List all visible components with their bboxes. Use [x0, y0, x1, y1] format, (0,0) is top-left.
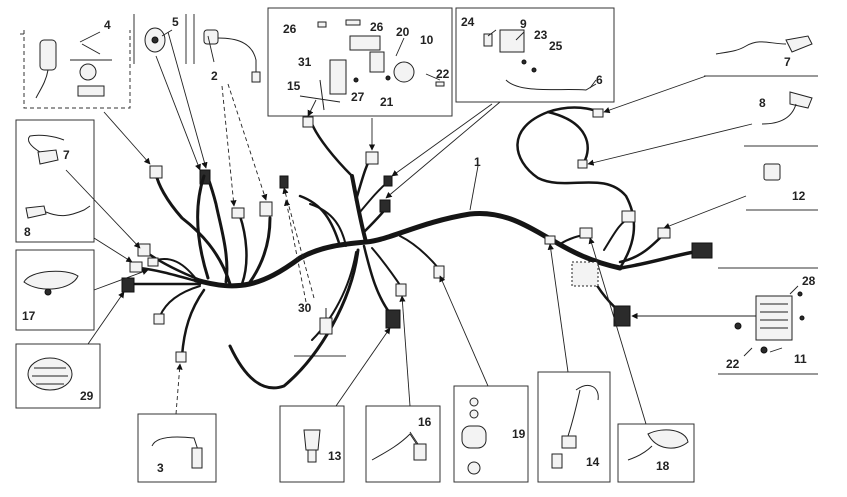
part-16-sensor [371, 433, 427, 461]
part-2-sensor [203, 29, 261, 83]
callout-30: 30 [298, 301, 312, 315]
part-4-horn-switch [35, 39, 112, 99]
part-18-sensor [627, 429, 689, 461]
callout-28: 28 [802, 274, 816, 288]
part-3-sensor [151, 436, 203, 469]
callout-20: 20 [396, 25, 410, 39]
part-6-cable-group [483, 29, 597, 91]
callout-9: 9 [520, 17, 527, 31]
callout-17: 17 [22, 309, 36, 323]
part-30-relay [319, 308, 333, 335]
callout-7-left: 7 [63, 148, 70, 162]
part-13-switch [303, 429, 321, 463]
callout-16: 16 [418, 415, 432, 429]
callout-3: 3 [157, 461, 164, 475]
callout-25: 25 [549, 39, 563, 53]
callout-2: 2 [211, 69, 218, 83]
callout-4: 4 [104, 18, 111, 32]
part-19-fuse-holder [461, 397, 487, 475]
callout-27: 27 [351, 90, 365, 104]
callout-5: 5 [172, 15, 179, 29]
junction-clamp [571, 261, 599, 287]
callout-1: 1 [474, 155, 481, 169]
callout-15: 15 [287, 79, 301, 93]
part-5-horn [144, 27, 166, 53]
callout-19: 19 [512, 427, 526, 441]
callout-14: 14 [586, 455, 600, 469]
callout-26-left: 26 [283, 22, 297, 36]
callout-29: 29 [80, 389, 94, 403]
callout-21: 21 [380, 95, 394, 109]
callout-13: 13 [328, 449, 342, 463]
part-8-indicator-right [761, 91, 813, 125]
callout-6: 6 [596, 73, 603, 87]
leader-lines [20, 29, 799, 445]
part-29-coil [27, 357, 73, 391]
part-cluster-box-parts [299, 19, 445, 111]
part-14-switch [551, 385, 599, 469]
callout-12: 12 [792, 189, 806, 203]
callout-8-left: 8 [24, 225, 31, 239]
callout-22-bottom: 22 [726, 357, 740, 371]
callout-7-right: 7 [784, 55, 791, 69]
callout-31: 31 [298, 55, 312, 69]
callout-10: 10 [420, 33, 434, 47]
callout-8-right: 8 [759, 96, 766, 110]
callout-18: 18 [656, 459, 670, 473]
part-8-indicator-left [25, 205, 91, 219]
part-7-indicator-left [27, 134, 65, 165]
main-connector [691, 242, 713, 259]
part-boxes [15, 7, 818, 483]
callout-23: 23 [534, 28, 548, 42]
callout-22-top: 22 [436, 67, 450, 81]
callout-11: 11 [794, 352, 807, 366]
part-12-clip [763, 163, 781, 181]
part-11-regulator [734, 291, 805, 354]
regulator-plug [613, 305, 631, 327]
callout-24: 24 [461, 15, 475, 29]
callout-26-right: 26 [370, 20, 384, 34]
part-17-tail-light [23, 270, 79, 296]
callout-numbers: 1 2 3 4 5 6 7 7 8 8 9 10 11 12 13 14 15 … [22, 15, 816, 475]
main-harness [121, 106, 713, 390]
part-7-indicator-right [715, 35, 813, 55]
